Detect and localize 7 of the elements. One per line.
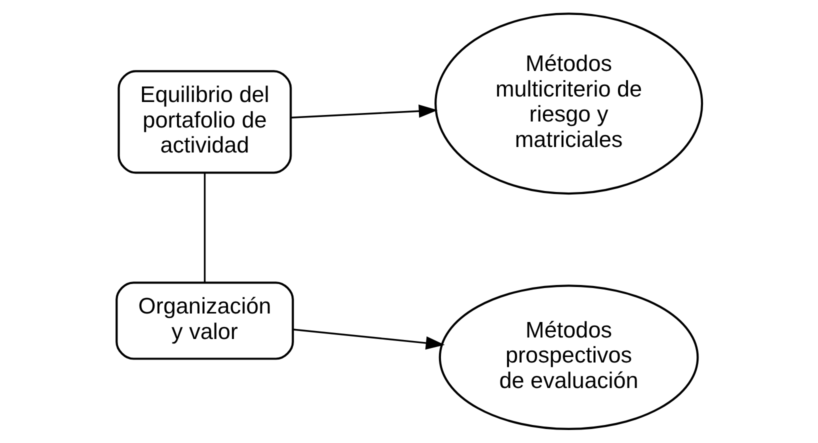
connector [203,173,206,282]
arrow [292,328,444,350]
node-ellipse: Métodos prospectivos de evaluación [438,284,698,430]
node-ellipse: Métodos multicriterio de riesgo y matriciales [434,12,703,195]
node-box: Organización y valor [115,282,294,360]
node-box: Equilibrio del portafolio de actividad [117,70,292,174]
arrow [290,104,438,118]
